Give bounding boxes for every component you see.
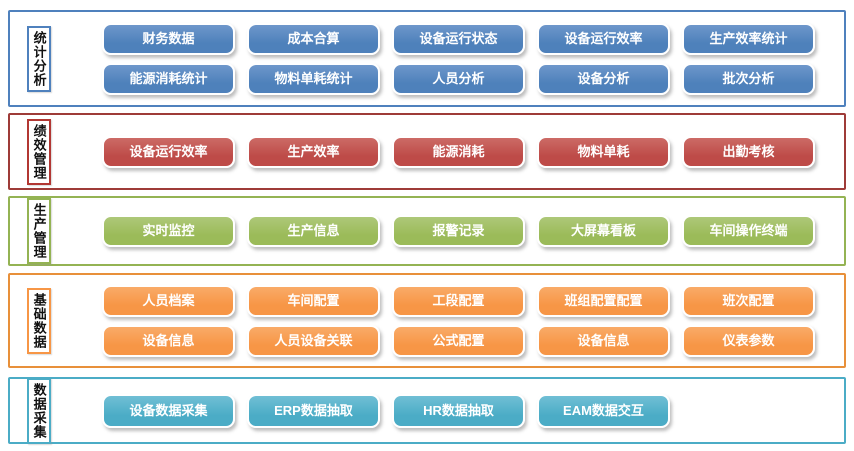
module-button[interactable]: 设备运行效率	[537, 22, 670, 55]
module-button[interactable]: 批次分析	[682, 62, 815, 95]
section-label: 基础数据	[31, 292, 47, 349]
module-button[interactable]: 班组配置配置	[537, 284, 670, 317]
button-rows: 实时监控 生产信息 报警记录 大屏幕看板 车间操作终端	[102, 198, 815, 264]
module-button[interactable]: 工段配置	[392, 284, 525, 317]
module-button[interactable]: 仪表参数	[682, 324, 815, 357]
module-button[interactable]: 设备信息	[102, 324, 235, 357]
module-button[interactable]: 报警记录	[392, 215, 525, 247]
module-button[interactable]: 设备运行效率	[102, 135, 235, 168]
button-row: 设备运行效率 生产效率 能源消耗 物料单耗 出勤考核	[102, 135, 815, 168]
band-statistics-analysis: 统计分析 财务数据 成本合算 设备运行状态 设备运行效率 生产效率统计 能源消耗…	[8, 10, 846, 107]
button-rows: 财务数据 成本合算 设备运行状态 设备运行效率 生产效率统计 能源消耗统计 物料…	[102, 12, 815, 105]
button-row: 能源消耗统计 物料单耗统计 人员分析 设备分析 批次分析	[102, 62, 815, 95]
module-button[interactable]: 设备运行状态	[392, 22, 525, 55]
section-label: 绩效管理	[31, 123, 47, 180]
module-button[interactable]: 设备信息	[537, 324, 670, 357]
band-performance-management: 绩效管理 设备运行效率 生产效率 能源消耗 物料单耗 出勤考核	[8, 113, 846, 190]
module-button[interactable]: 人员设备关联	[247, 324, 380, 357]
module-button[interactable]: 实时监控	[102, 215, 235, 247]
label-box-statistics-analysis: 统计分析	[27, 25, 51, 92]
button-row: 人员档案 车间配置 工段配置 班组配置配置 班次配置	[102, 284, 815, 317]
label-box-performance-management: 绩效管理	[27, 118, 51, 185]
button-row: 财务数据 成本合算 设备运行状态 设备运行效率 生产效率统计	[102, 22, 815, 55]
button-row: 设备信息 人员设备关联 公式配置 设备信息 仪表参数	[102, 324, 815, 357]
module-button[interactable]: ERP数据抽取	[247, 393, 380, 428]
button-rows: 设备数据采集 ERP数据抽取 HR数据抽取 EAM数据交互	[102, 379, 670, 442]
module-button[interactable]: 出勤考核	[682, 135, 815, 168]
module-button[interactable]: 能源消耗统计	[102, 62, 235, 95]
module-button[interactable]: 车间配置	[247, 284, 380, 317]
module-button[interactable]: 设备分析	[537, 62, 670, 95]
module-button[interactable]: 生产效率统计	[682, 22, 815, 55]
module-button[interactable]: 车间操作终端	[682, 215, 815, 247]
module-button[interactable]: EAM数据交互	[537, 393, 670, 428]
band-data-collection: 数据采集 设备数据采集 ERP数据抽取 HR数据抽取 EAM数据交互	[8, 377, 846, 444]
module-button[interactable]: 物料单耗	[537, 135, 670, 168]
section-label: 统计分析	[31, 30, 47, 87]
module-button[interactable]: 物料单耗统计	[247, 62, 380, 95]
band-production-management: 生产管理 实时监控 生产信息 报警记录 大屏幕看板 车间操作终端	[8, 196, 846, 266]
module-button[interactable]: 人员分析	[392, 62, 525, 95]
label-box-basic-data: 基础数据	[27, 287, 51, 354]
module-button[interactable]: HR数据抽取	[392, 393, 525, 428]
label-box-data-collection: 数据采集	[27, 377, 51, 444]
module-button[interactable]: 大屏幕看板	[537, 215, 670, 247]
module-button[interactable]: 公式配置	[392, 324, 525, 357]
section-label: 生产管理	[31, 203, 47, 259]
button-rows: 设备运行效率 生产效率 能源消耗 物料单耗 出勤考核	[102, 115, 815, 188]
button-rows: 人员档案 车间配置 工段配置 班组配置配置 班次配置 设备信息 人员设备关联 公…	[102, 275, 815, 366]
band-basic-data: 基础数据 人员档案 车间配置 工段配置 班组配置配置 班次配置 设备信息 人员设…	[8, 273, 846, 368]
module-button[interactable]: 班次配置	[682, 284, 815, 317]
section-label: 数据采集	[31, 382, 47, 439]
module-button[interactable]: 财务数据	[102, 22, 235, 55]
module-button[interactable]: 设备数据采集	[102, 393, 235, 428]
button-row: 设备数据采集 ERP数据抽取 HR数据抽取 EAM数据交互	[102, 393, 670, 428]
module-button[interactable]: 成本合算	[247, 22, 380, 55]
module-button[interactable]: 生产信息	[247, 215, 380, 247]
button-row: 实时监控 生产信息 报警记录 大屏幕看板 车间操作终端	[102, 215, 815, 247]
module-button[interactable]: 人员档案	[102, 284, 235, 317]
module-button[interactable]: 能源消耗	[392, 135, 525, 168]
label-box-production-management: 生产管理	[27, 198, 51, 264]
module-button[interactable]: 生产效率	[247, 135, 380, 168]
